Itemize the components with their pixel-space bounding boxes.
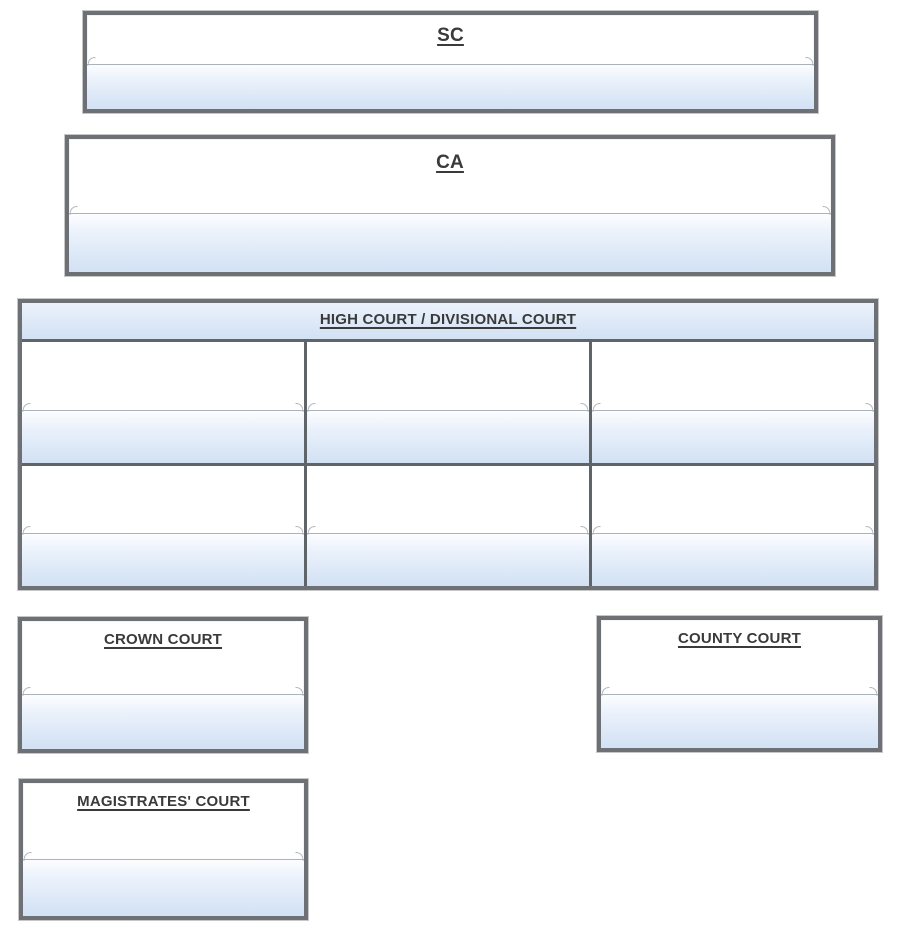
grid-cell [592,342,874,463]
magistrates-court-title: MAGISTRATES' COURT [77,793,250,810]
county-court-title: COUNTY COURT [678,630,801,647]
magistrates-court-box: MAGISTRATES' COURT [19,779,308,920]
grid-cell [592,465,874,586]
sc-box: SC [83,11,818,113]
grid-cell [22,342,304,463]
grid-cell-fill [592,533,874,586]
county-court-box: COUNTY COURT [597,616,882,752]
high-court-header-title: HIGH COURT / DIVISIONAL COURT [319,311,577,328]
magistrates-court-fill [23,859,304,916]
grid-cell-fill [22,409,304,463]
grid-cell [22,465,304,586]
high-court-header: HIGH COURT / DIVISIONAL COURT [22,303,874,339]
ca-box: CA [65,135,835,276]
county-court-fill [601,694,878,748]
crown-court-title: CROWN COURT [103,631,223,648]
sc-box-title: SC [437,25,464,46]
sc-box-fill [87,64,814,109]
crown-court-box: CROWN COURT [18,617,308,753]
high-court-table: HIGH COURT / DIVISIONAL COURT [18,299,878,590]
grid-cell-fill [307,533,589,586]
crown-court-fill [22,694,304,749]
grid-cell-fill [22,533,304,586]
grid-cell-fill [592,409,874,463]
grid-cell-fill [307,409,589,463]
grid-cell [307,465,589,586]
ca-box-title: CA [436,152,464,173]
high-court-header-fill [22,303,874,339]
ca-box-fill [69,213,831,272]
grid-cell [307,342,589,463]
